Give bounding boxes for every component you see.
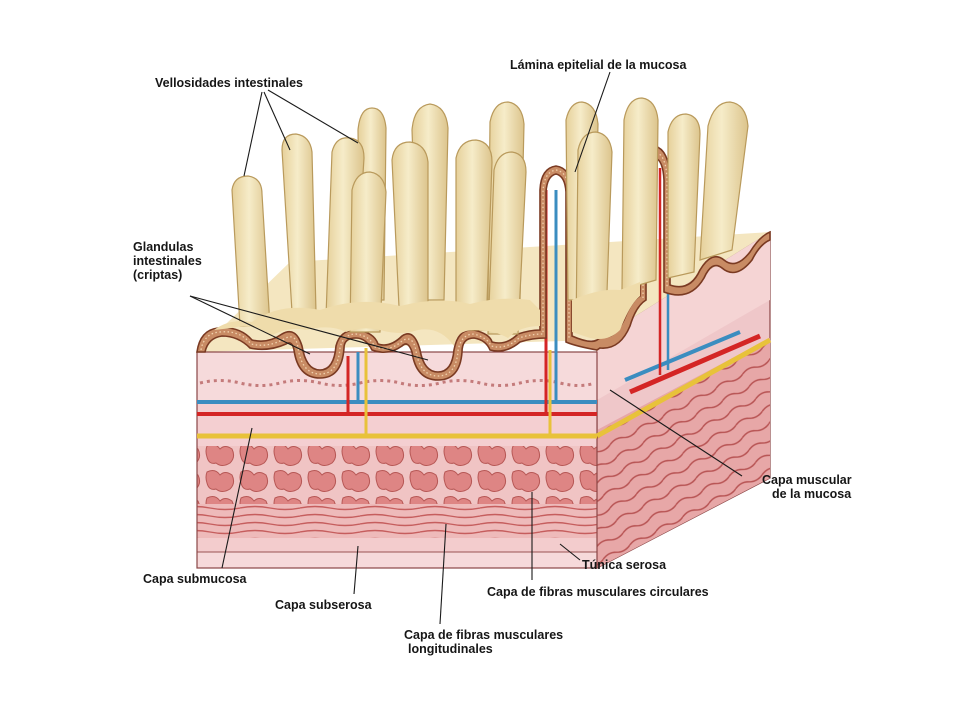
villus-base-surface-right [572,282,640,339]
villus-base-surface [214,298,540,346]
label-glandulas-line3: (criptas) [133,268,183,282]
villus [391,141,429,329]
villus [349,171,387,333]
side-mucosa-layer [597,232,770,400]
villi-group [231,97,749,335]
leader-glandulas-2 [189,295,429,361]
front-circular-muscle [197,446,597,504]
mucosa-surface [196,145,771,381]
side-artery [629,333,761,395]
front-serosa [196,551,598,569]
villus [281,133,317,313]
label-capa-muscular-mucosa: Capa muscular de la mucosa [762,473,852,501]
leader-glandulas-1 [189,295,311,355]
villus [487,151,527,335]
label-lamina-epitelial: Lámina epitelial de la mucosa [510,58,687,72]
front-mucosa-layer [197,352,597,400]
label-capa-longitudinales-line2: longitudinales [408,642,493,656]
label-capa-circulares: Capa de fibras musculares circulares [487,585,709,599]
side-vein [624,330,741,382]
label-capa-submucosa: Capa submucosa [143,572,247,586]
side-nerve [595,337,772,439]
label-glandulas: Glandulas intestinales (criptas) [133,240,202,282]
label-capa-muscular-line1: Capa muscular [762,473,852,487]
label-capa-subserosa: Capa subserosa [275,598,372,612]
label-vellosidades: Vellosidades intestinales [155,76,303,90]
villus [621,97,659,291]
villus [575,131,613,331]
front-longitudinal-muscle [197,504,597,538]
leader-lines [189,71,743,625]
leader-vellosidades-3 [267,89,359,144]
leader-vellosidades-1 [243,91,263,177]
leader-vellosidades-2 [263,91,291,151]
leader-subserosa [353,545,359,595]
villus [455,139,493,331]
front-submucosa-layer [197,400,597,446]
label-capa-muscular-line2: de la mucosa [772,487,852,501]
label-capa-longitudinales: Capa de fibras musculares longitudinales [404,628,563,656]
villus [667,113,701,279]
leader-lamina [574,71,611,173]
side-muscle-band [597,338,770,568]
mucosa-surface-dots [200,169,570,377]
leader-longitudinales [439,523,447,625]
label-glandulas-line2: intestinales [133,254,202,268]
villus [699,101,749,261]
label-glandulas-line1: Glandulas [133,240,194,254]
leader-tunica-serosa [559,543,581,561]
label-tunica-serosa: Túnica serosa [582,558,667,572]
label-capa-longitudinales-line1: Capa de fibras musculares [404,628,564,642]
leader-capa-muscular [609,389,743,477]
front-subserosa [197,538,597,552]
villus [231,175,271,327]
leader-submucosa [221,427,253,569]
